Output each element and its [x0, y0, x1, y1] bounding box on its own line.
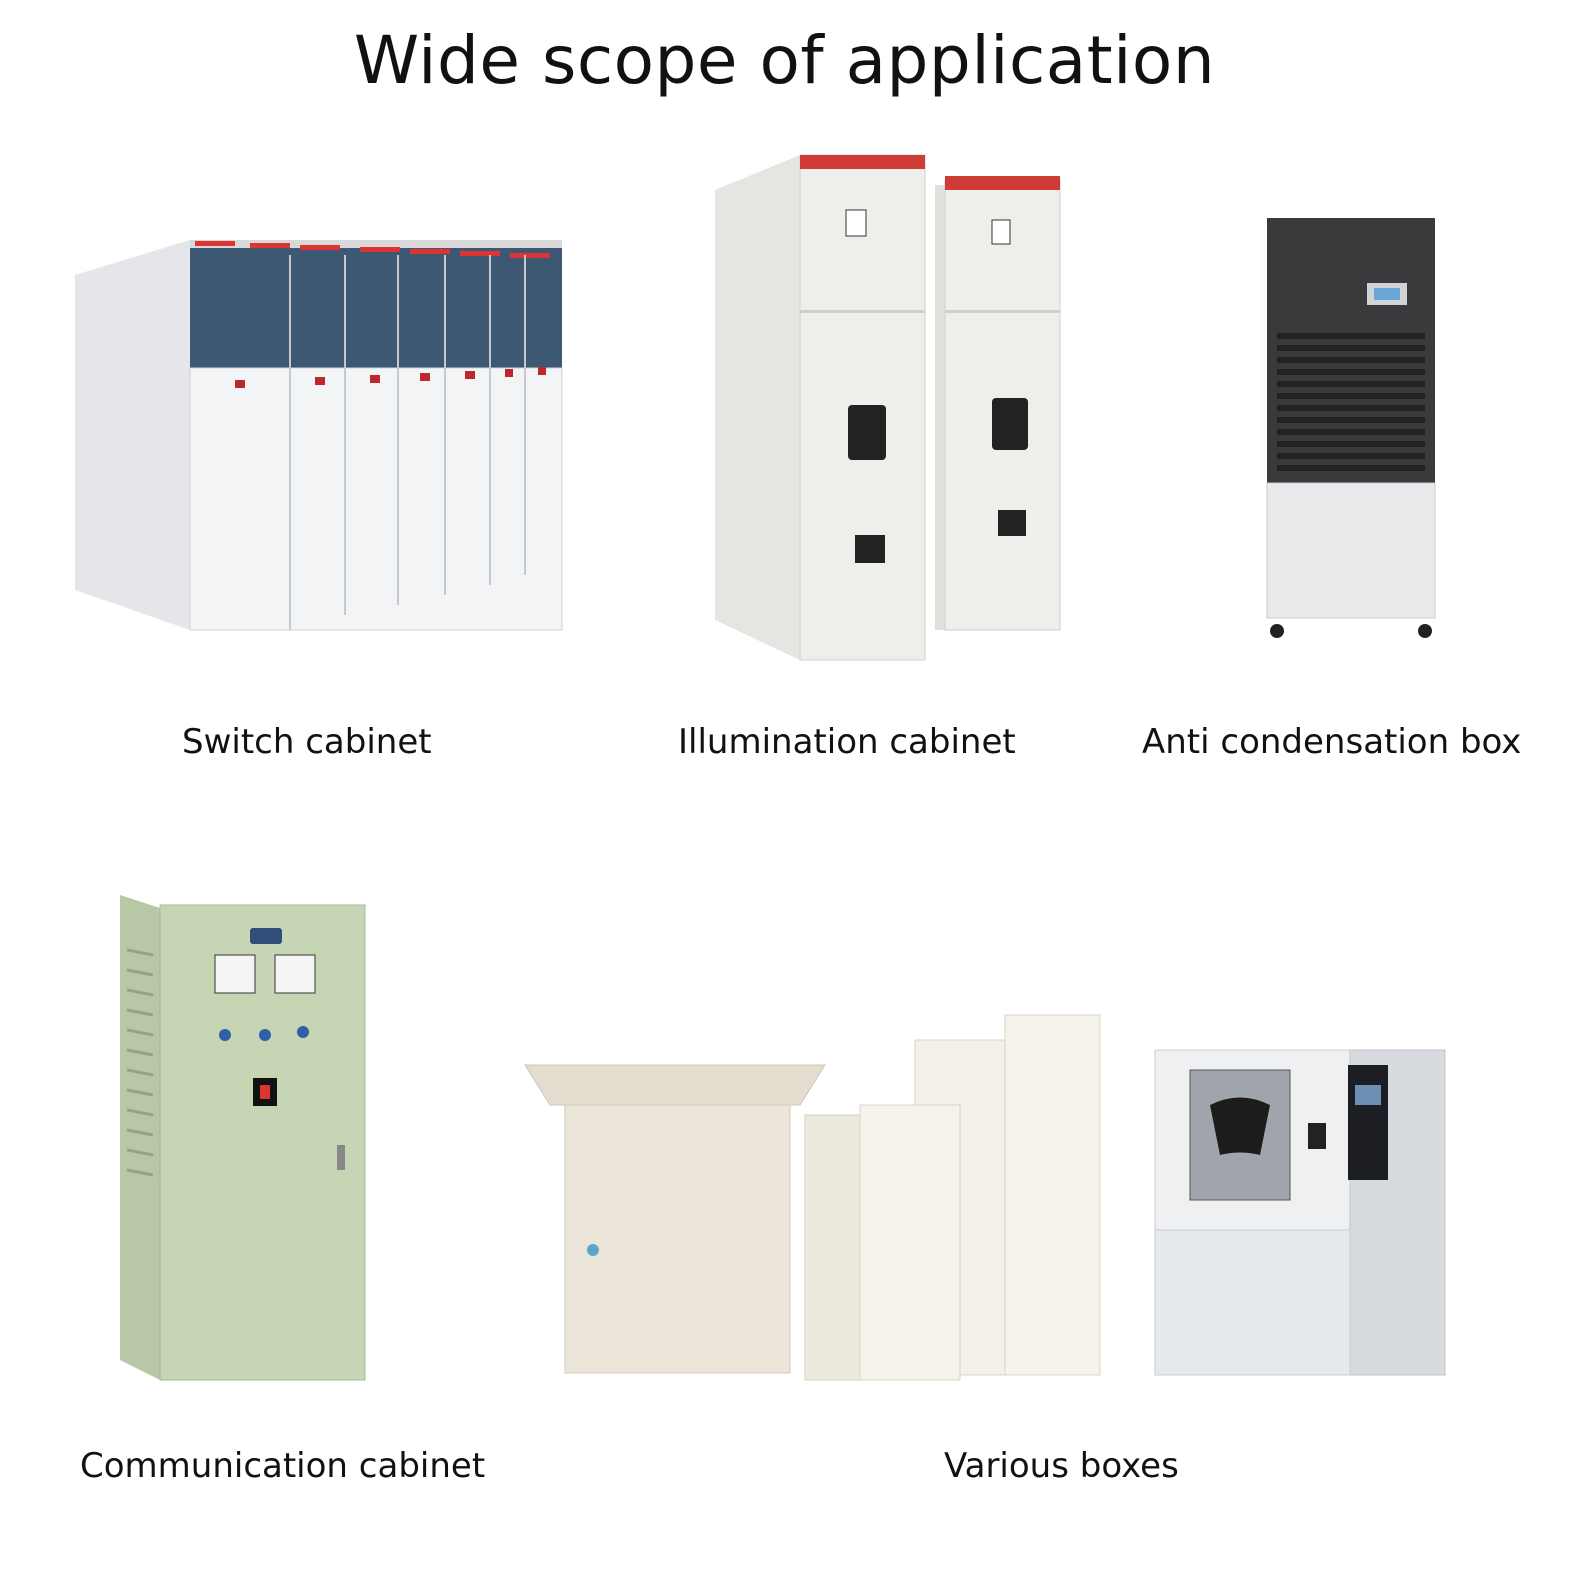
- various-boxes-label: Various boxes: [944, 1446, 1179, 1486]
- switch-cabinet-image: [70, 235, 570, 635]
- switch-cabinet-label: Switch cabinet: [182, 722, 432, 762]
- illumination-cabinet-image: [710, 150, 1100, 665]
- anti-condensation-box-image: [1262, 213, 1442, 643]
- page-title: Wide scope of application: [353, 22, 1216, 99]
- various-boxes-image: [520, 1005, 1455, 1390]
- anti-condensation-box-label: Anti condensation box: [1142, 722, 1522, 762]
- communication-cabinet-label: Communication cabinet: [80, 1446, 486, 1486]
- illumination-cabinet-label: Illumination cabinet: [678, 722, 1016, 762]
- communication-cabinet-image: [115, 890, 370, 1390]
